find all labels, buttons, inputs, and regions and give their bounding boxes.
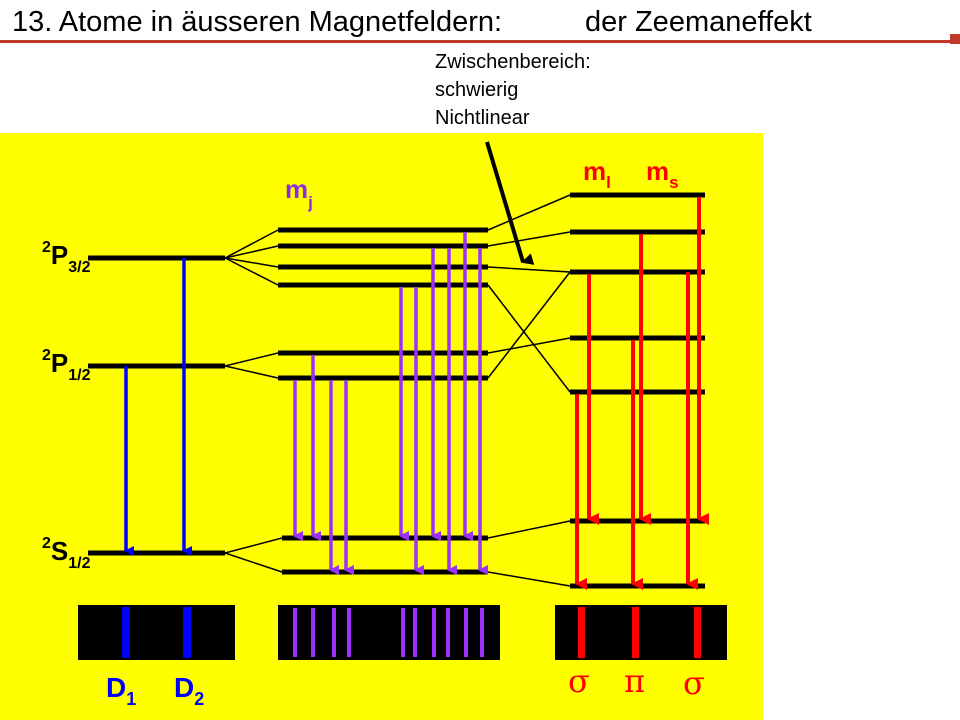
splitting-connectors-right	[487, 194, 571, 587]
annotation-line-1: Zwischenbereich:	[435, 51, 591, 73]
level-label-p12: 2P1/2	[42, 347, 91, 384]
level-label-p32: 2P3/2	[42, 239, 91, 276]
label-pi: π	[624, 662, 645, 700]
strong-field-levels	[570, 192, 705, 589]
spectrum-zero-field	[78, 605, 235, 660]
slide-title: 13. Atome in äusseren Magnetfeldern:	[12, 6, 503, 38]
zero-field-transitions	[124, 258, 192, 556]
annotation-line-3: Nichtlinear	[435, 107, 530, 129]
spectrum-strong-field	[555, 605, 727, 660]
strong-field-transitions	[575, 197, 709, 590]
zero-field-levels	[88, 255, 225, 556]
spectral-line-d2	[183, 607, 191, 658]
annotation-pointer-arrow	[485, 141, 535, 265]
label-d2: D2	[174, 672, 204, 709]
title-divider	[0, 40, 960, 43]
level-label-s12: 2S1/2	[42, 535, 91, 572]
label-sigma-right: σ	[683, 664, 705, 702]
spectral-line-d1	[122, 607, 130, 658]
spectrum-weak-field	[278, 605, 500, 660]
annotation-line-2: schwierig	[435, 79, 519, 101]
splitting-connectors-left	[224, 229, 283, 573]
label-mj: mj	[285, 174, 313, 212]
title-divider-end	[950, 34, 960, 44]
label-ml: ml	[583, 156, 611, 192]
label-d1: D1	[106, 672, 136, 709]
label-sigma-left: σ	[568, 662, 590, 700]
label-ms: ms	[646, 156, 679, 192]
weak-field-transitions	[293, 232, 488, 575]
slide-title-topic: der Zeemaneffekt	[585, 6, 812, 38]
